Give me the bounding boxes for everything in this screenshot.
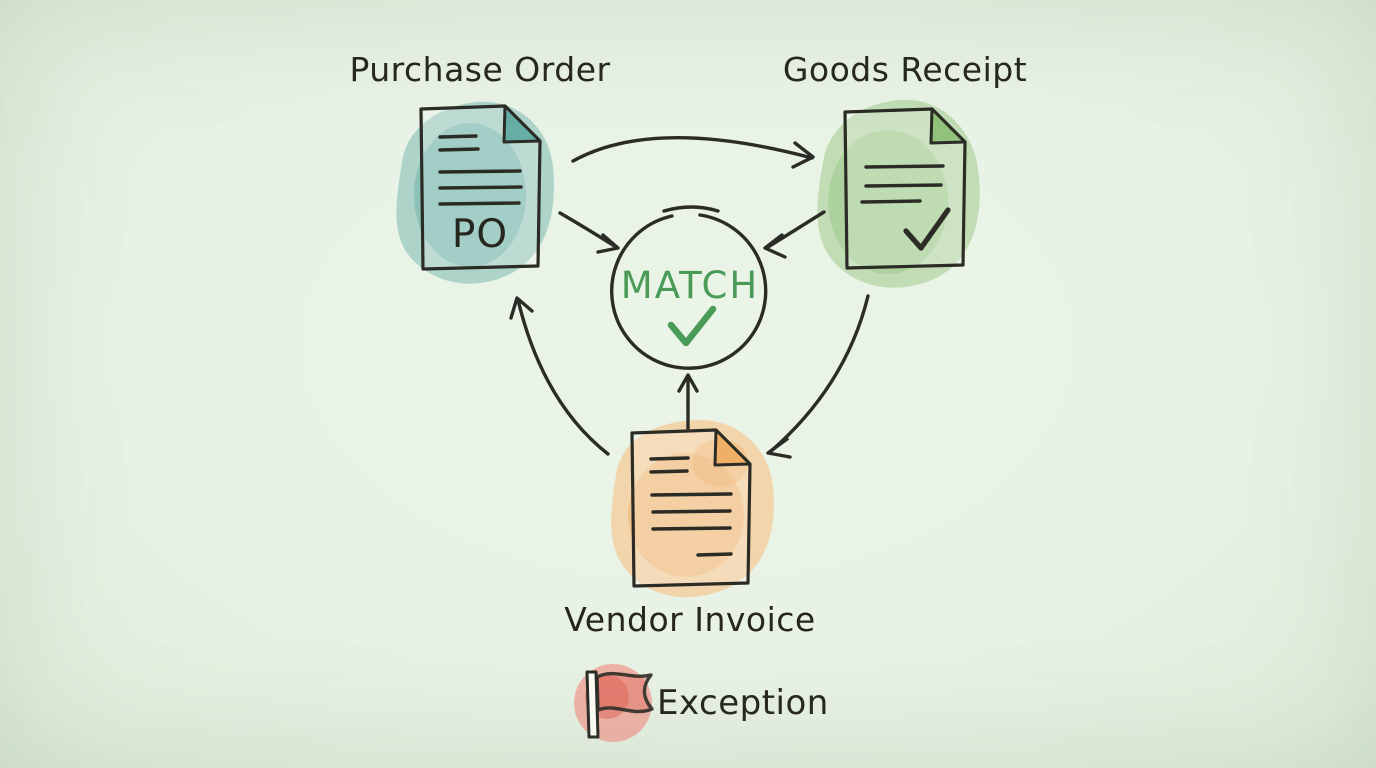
arrow-po-to-match (558, 211, 620, 254)
purchase-order-blob (396, 101, 554, 284)
match-circle (610, 205, 768, 370)
goods-receipt-document-icon (843, 107, 967, 270)
arrow-vendor-invoice-to-po (509, 296, 610, 456)
purchase-order-badge: PO (451, 212, 509, 257)
goods-receipt-label: Goods Receipt (782, 50, 1028, 89)
match-checkmark-icon (667, 305, 717, 347)
goods-receipt-checkmark-icon (903, 207, 951, 251)
flag-icon (585, 670, 654, 739)
match-label: MATCH (620, 264, 760, 307)
vendor-invoice-label: Vendor Invoice (564, 600, 816, 639)
purchase-order-label: Purchase Order (349, 50, 611, 89)
arrow-goods-receipt-to-match (763, 210, 826, 259)
exception-label: Exception (657, 683, 829, 723)
purchase-order-document-icon (419, 104, 542, 271)
arrow-vendor-invoice-to-match (677, 373, 699, 430)
arrow-po-to-goods-receipt (571, 136, 815, 169)
vendor-invoice-document-icon (630, 428, 752, 588)
arrow-goods-receipt-to-vendor-invoice (766, 294, 870, 459)
